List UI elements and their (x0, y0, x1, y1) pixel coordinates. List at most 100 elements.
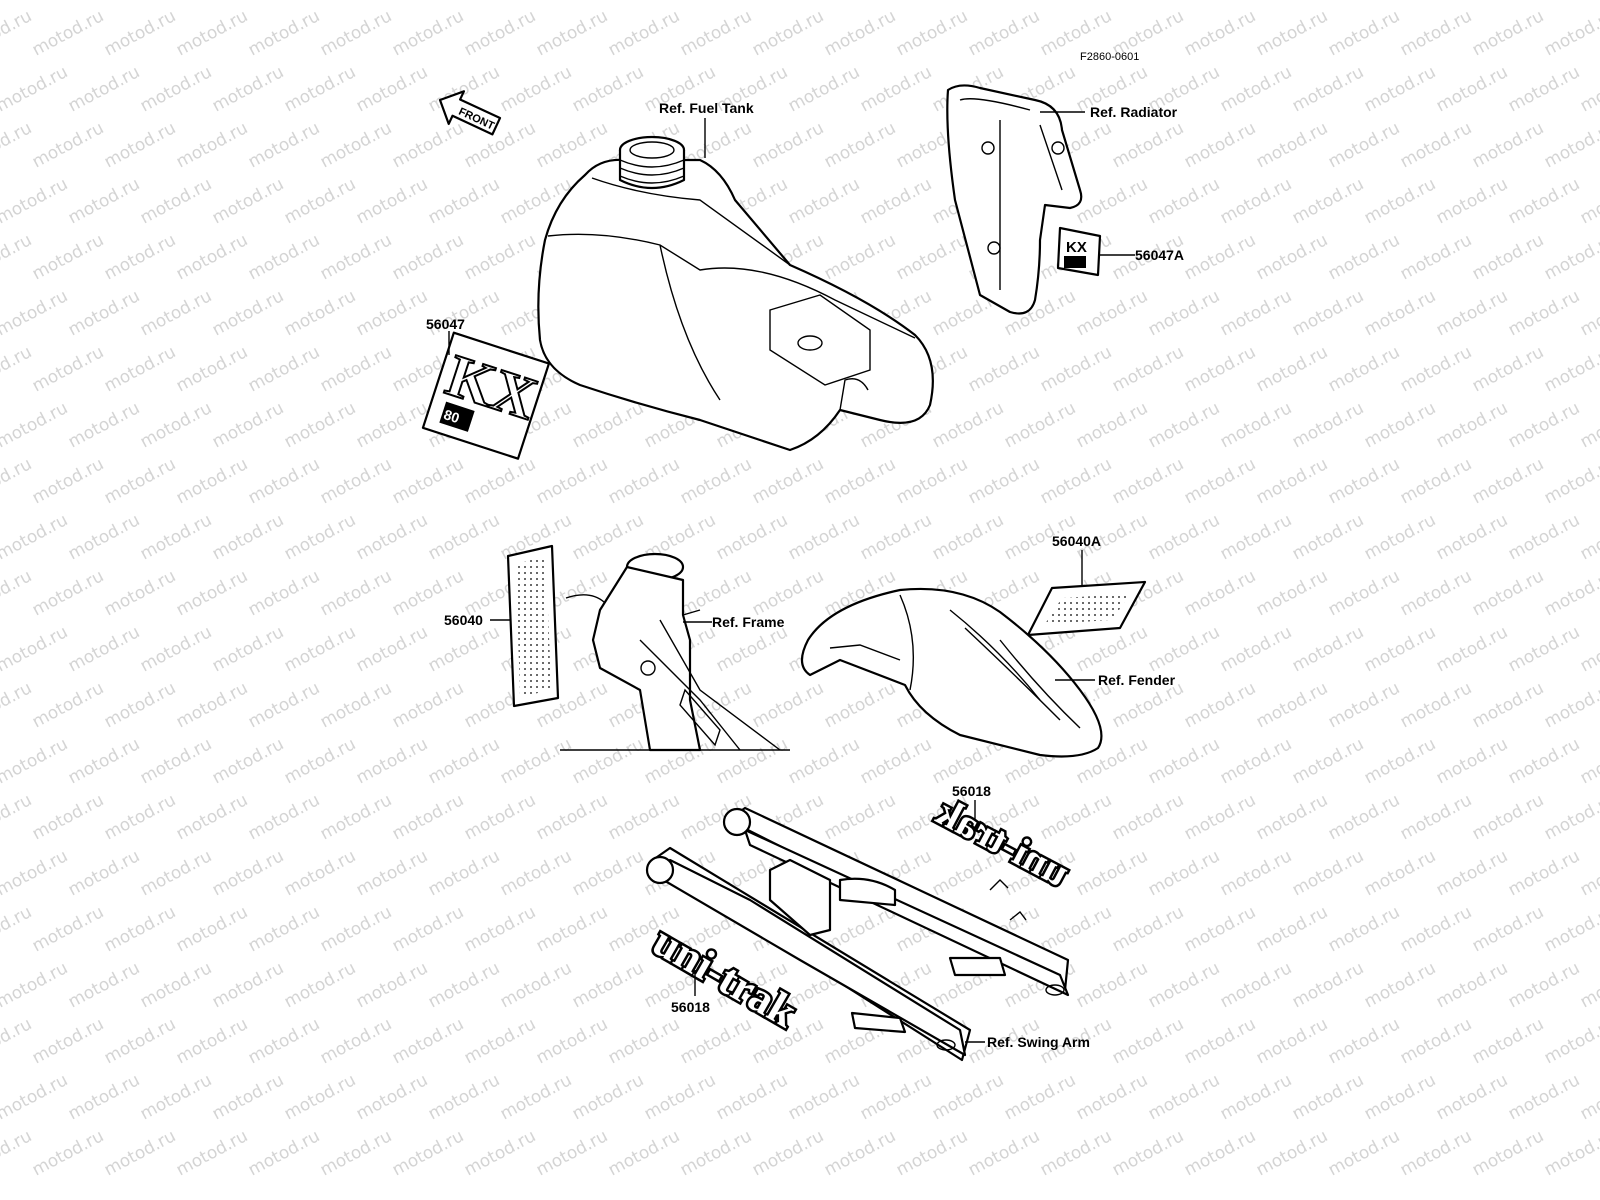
watermark-text: motod.ru (1433, 1070, 1511, 1124)
watermark-text: motod.ru (0, 902, 35, 956)
watermark-text: motod.ru (101, 454, 179, 508)
watermark-text: motod.ru (749, 454, 827, 508)
watermark-text: motod.ru (1217, 510, 1295, 564)
label-radiator: Ref. Radiator (1090, 104, 1178, 120)
watermark-text: motod.ru (533, 1126, 611, 1180)
watermark-text: motod.ru (605, 1014, 683, 1068)
watermark-text: motod.ru (1541, 454, 1600, 508)
watermark-text: motod.ru (1253, 230, 1331, 284)
watermark-text: motod.ru (425, 734, 503, 788)
watermark-text: motod.ru (569, 1070, 647, 1124)
watermark-text: motod.ru (245, 790, 323, 844)
watermark-text: motod.ru (101, 790, 179, 844)
watermark-text: motod.ru (65, 958, 143, 1012)
watermark-text: motod.ru (857, 0, 935, 4)
watermark-text: motod.ru (1505, 846, 1583, 900)
watermark-text: motod.ru (1577, 622, 1600, 676)
watermark-text: motod.ru (461, 790, 539, 844)
watermark-text: motod.ru (1217, 286, 1295, 340)
watermark-text: motod.ru (569, 62, 647, 116)
watermark-text: motod.ru (389, 1014, 467, 1068)
watermark-text: motod.ru (1361, 622, 1439, 676)
watermark-text: motod.ru (137, 734, 215, 788)
watermark-text: motod.ru (1505, 734, 1583, 788)
watermark-text: motod.ru (1145, 398, 1223, 452)
watermark-text: motod.ru (1217, 846, 1295, 900)
watermark-text: motod.ru (1217, 174, 1295, 228)
watermark-text: motod.ru (1541, 678, 1600, 732)
watermark-text: motod.ru (245, 454, 323, 508)
watermark-text: motod.ru (713, 1070, 791, 1124)
watermark-text: motod.ru (1361, 958, 1439, 1012)
watermark-text: motod.ru (281, 958, 359, 1012)
arrow-56040-to-frame (565, 594, 605, 603)
watermark-text: motod.ru (1289, 62, 1367, 116)
watermark-text: motod.ru (1361, 1070, 1439, 1124)
watermark-text: motod.ru (893, 6, 971, 60)
watermark-text: motod.ru (1541, 566, 1600, 620)
watermark-text: motod.ru (1181, 454, 1259, 508)
watermark-text: motod.ru (0, 566, 35, 620)
watermark-text: motod.ru (173, 1126, 251, 1180)
label-56040A: 56040A (1052, 533, 1101, 549)
watermark-text: motod.ru (1541, 1126, 1600, 1180)
watermark-text: motod.ru (641, 1070, 719, 1124)
watermark-text: motod.ru (857, 174, 935, 228)
watermark-text: motod.ru (1577, 734, 1600, 788)
watermark-text: motod.ru (1217, 1070, 1295, 1124)
watermark-text: motod.ru (389, 790, 467, 844)
watermark-text: motod.ru (1361, 398, 1439, 452)
watermark-text: motod.ru (785, 1070, 863, 1124)
watermark-text: motod.ru (0, 398, 71, 452)
watermark-text: motod.ru (245, 118, 323, 172)
watermark-text: motod.ru (1397, 566, 1475, 620)
label-56018-bottom: 56018 (671, 999, 710, 1015)
watermark-text: motod.ru (101, 902, 179, 956)
watermark-text: motod.ru (1073, 174, 1151, 228)
watermark-text: motod.ru (317, 342, 395, 396)
watermark-text: motod.ru (29, 1014, 107, 1068)
watermark-text: motod.ru (1253, 1014, 1331, 1068)
watermark-text: motod.ru (173, 342, 251, 396)
watermark-text: motod.ru (1073, 958, 1151, 1012)
watermark-text: motod.ru (353, 734, 431, 788)
watermark-text: motod.ru (1541, 902, 1600, 956)
watermark-text: motod.ru (1577, 286, 1600, 340)
watermark-text: motod.ru (1397, 342, 1475, 396)
watermark-text: motod.ru (1109, 1014, 1187, 1068)
watermark-text: motod.ru (1217, 734, 1295, 788)
watermark-text: motod.ru (65, 174, 143, 228)
watermark-text: motod.ru (713, 0, 791, 4)
watermark-text: motod.ru (29, 678, 107, 732)
watermark-text: motod.ru (461, 1126, 539, 1180)
watermark-text: motod.ru (1505, 174, 1583, 228)
watermark-text: motod.ru (425, 958, 503, 1012)
watermark-text: motod.ru (461, 230, 539, 284)
watermark-text: motod.ru (821, 454, 899, 508)
watermark-text: motod.ru (353, 398, 431, 452)
watermark-text: motod.ru (209, 286, 287, 340)
watermark-text: motod.ru (101, 1014, 179, 1068)
watermark-text: motod.ru (569, 510, 647, 564)
figure-code: F2860-0601 (1080, 51, 1139, 63)
decal-56047-size: 80 (442, 406, 462, 426)
watermark-text: motod.ru (173, 454, 251, 508)
watermark-text: motod.ru (1181, 790, 1259, 844)
watermark-text: motod.ru (173, 6, 251, 60)
watermark-text: motod.ru (1505, 510, 1583, 564)
watermark-text: motod.ru (1073, 0, 1151, 4)
watermark-text: motod.ru (425, 1070, 503, 1124)
watermark-text: motod.ru (1577, 958, 1600, 1012)
label-56018-top: 56018 (952, 783, 991, 799)
watermark-text: motod.ru (677, 454, 755, 508)
watermark-text: motod.ru (245, 1014, 323, 1068)
watermark-text: motod.ru (389, 902, 467, 956)
watermark-text: motod.ru (137, 622, 215, 676)
watermark-text: motod.ru (785, 0, 863, 4)
watermark-text: motod.ru (749, 678, 827, 732)
watermark-text: motod.ru (137, 1070, 215, 1124)
watermark-text: motod.ru (1433, 846, 1511, 900)
watermark-text: motod.ru (1397, 678, 1475, 732)
watermark-text: motod.ru (65, 846, 143, 900)
